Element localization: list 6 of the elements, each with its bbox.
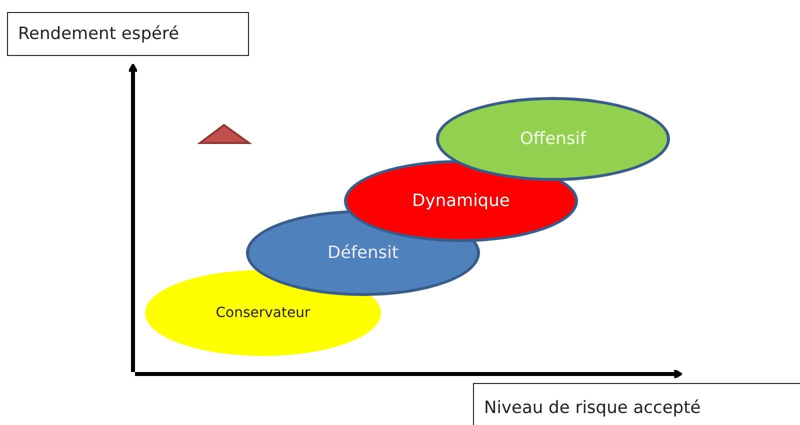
- ellipse-label: Conservateur: [216, 305, 310, 321]
- axis-title: Niveau de risque accepté: [473, 383, 800, 425]
- ellipse-label: Dynamique: [412, 191, 510, 211]
- ellipse-label: Offensif: [520, 129, 586, 149]
- axis-title: Rendement espéré: [7, 12, 249, 56]
- ellipse-label: Défensit: [327, 243, 398, 263]
